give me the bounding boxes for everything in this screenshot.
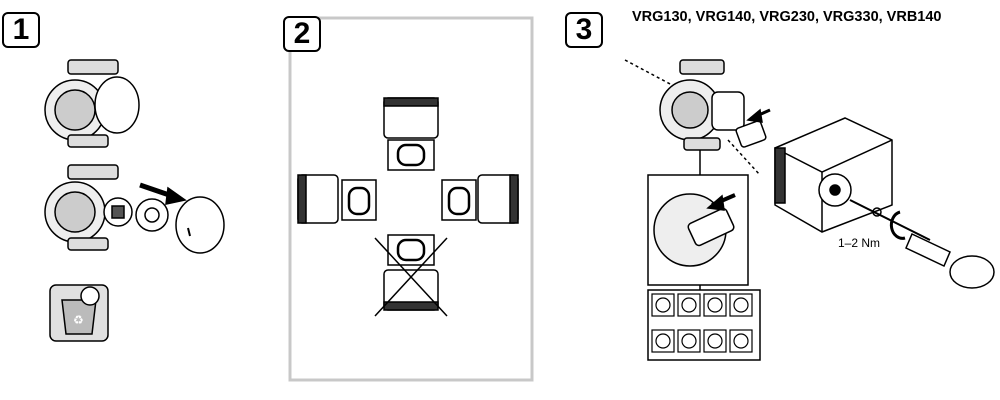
step-3-badge: 3 [565,12,603,48]
position-bottom-not-allowed [374,234,448,317]
step-2-badge: 2 [283,16,321,52]
orientation-grid [647,289,761,361]
step-1-badge: 1 [2,12,40,48]
screwdriver-icon [849,199,995,289]
step2-frame [288,16,534,382]
adapter-part [735,108,771,148]
svg-text:♻: ♻ [73,313,84,327]
torque-label: 1–2 Nm [838,236,881,250]
position-right [441,174,519,224]
detail-inset [647,150,749,290]
model-list-title: VRG130, VRG140, VRG230, VRG330, VRB140 [632,9,942,25]
recycle-bin-icon: ♻ [49,284,109,342]
valve-with-cap [44,59,140,148]
actuator [774,117,893,233]
axis-line [624,59,673,86]
position-left [297,174,377,224]
valve-cap-removed [44,164,225,254]
arrow-icon [139,182,187,205]
rotate-arrow-icon [889,210,906,240]
valve-body [659,59,745,151]
position-top [383,97,439,171]
